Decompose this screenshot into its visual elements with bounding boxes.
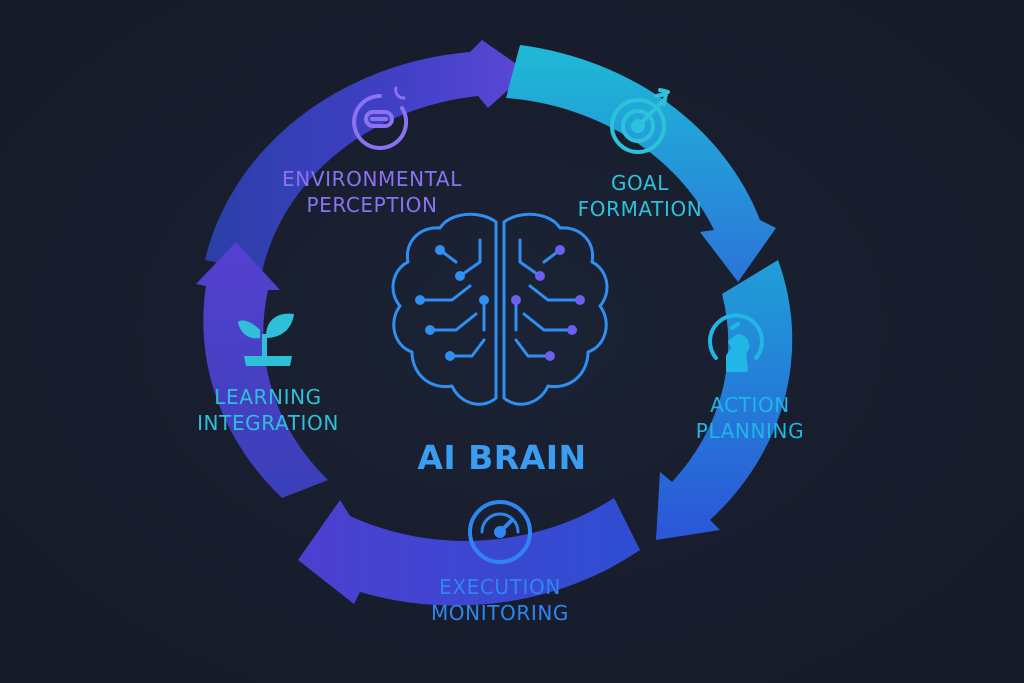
stage-label-line2: MONITORING (430, 601, 570, 625)
arrow-segment-goal-to-action (506, 45, 776, 282)
stage-label-goal-formation: GOAL FORMATION (560, 170, 720, 222)
stage-label-line1: GOAL (610, 171, 670, 195)
target-icon (610, 88, 670, 154)
stage-label-line1: ENVIRONMENTAL (282, 167, 462, 191)
arrow-segment-perception-to-goal (205, 40, 528, 272)
center-title: AI BRAIN (417, 438, 587, 477)
sprout-icon (238, 313, 294, 366)
gauge-icon (468, 500, 532, 564)
stage-label-environmental-perception: ENVIRONMENTAL PERCEPTION (262, 166, 482, 218)
stage-label-line1: ACTION (710, 393, 790, 417)
stage-label-learning-integration: LEARNING INTEGRATION (188, 384, 348, 436)
stage-label-line1: LEARNING (214, 385, 322, 409)
stage-label-line2: FORMATION (577, 197, 703, 221)
perception-eye-icon (352, 86, 409, 150)
stage-label-execution-monitoring: EXECUTION MONITORING (410, 574, 590, 626)
chess-knight-icon (708, 313, 764, 372)
stage-label-line2: PLANNING (695, 419, 805, 443)
brain-nodes (415, 245, 585, 361)
stage-label-action-planning: ACTION PLANNING (680, 392, 820, 444)
arrow-segment-execution-to-learning (298, 498, 640, 606)
stage-label-line2: INTEGRATION (197, 411, 339, 435)
brain-icon (391, 212, 609, 406)
stage-label-line2: PERCEPTION (306, 193, 438, 217)
stage-label-line1: EXECUTION (439, 575, 561, 599)
arrow-segment-learning-to-perception (196, 242, 328, 498)
